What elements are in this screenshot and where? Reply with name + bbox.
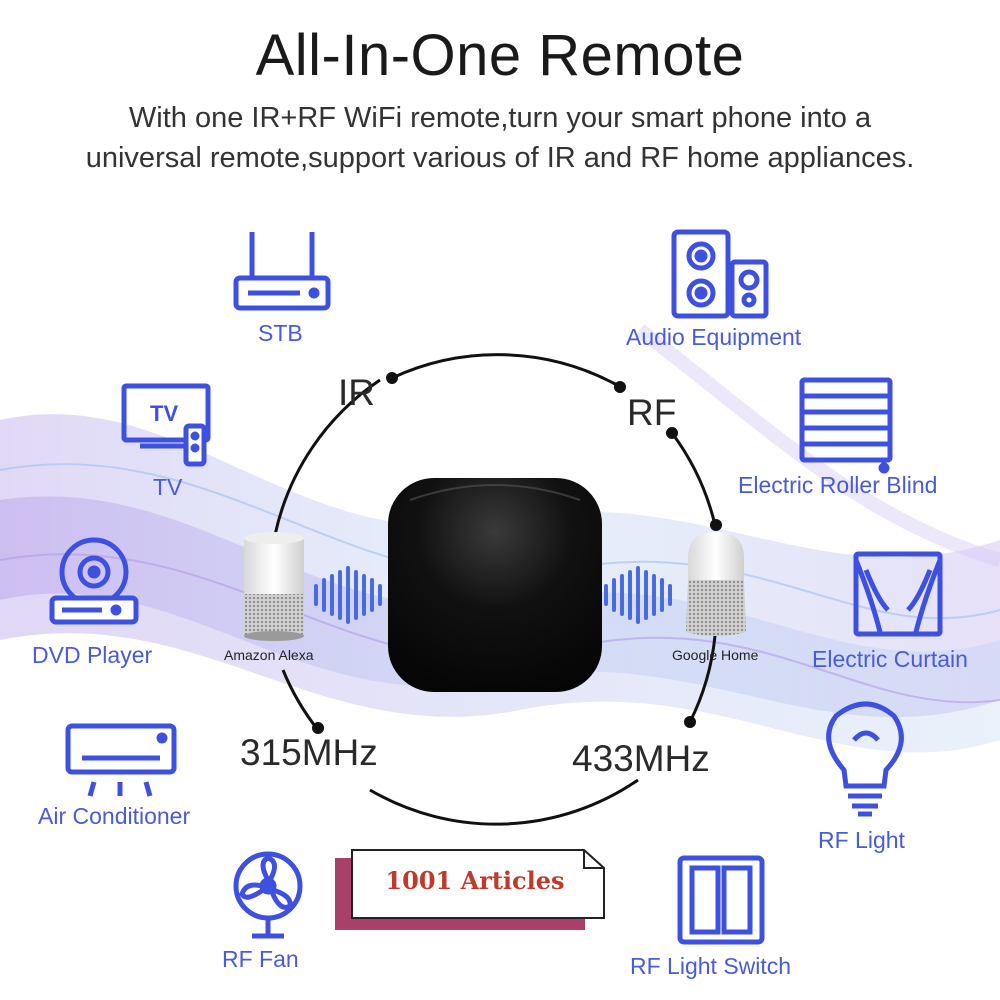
page-title: All-In-One Remote — [255, 23, 745, 88]
band-label-ir: IR — [338, 372, 375, 413]
device-label-blind: Electric Roller Blind — [738, 472, 938, 498]
device-label-fan: RF Fan — [222, 946, 299, 972]
google-home-speaker-icon — [686, 532, 746, 636]
curtain-icon — [853, 551, 943, 637]
amazon-alexa-speaker-icon — [244, 532, 304, 641]
ir-rf-hub-icon — [388, 478, 602, 692]
tv-icon — [121, 383, 211, 467]
device-label-stb: STB — [258, 320, 303, 346]
device-label-dvd: DVD Player — [32, 642, 153, 668]
fan-icon — [233, 851, 303, 939]
device-label-audio: Audio Equipment — [626, 324, 802, 350]
watermark-badge — [335, 849, 605, 930]
device-label-light: RF Light — [818, 827, 905, 853]
device-label-curtain: Electric Curtain — [812, 646, 968, 672]
sound-wave-right-icon — [604, 566, 672, 624]
device-label-ac: Air Conditioner — [38, 803, 191, 829]
device-label-tv: TV — [153, 474, 183, 500]
connection-ring — [273, 353, 717, 826]
band-label-rf: RF — [627, 392, 677, 433]
subtitle-line-1: With one IR+RF WiFi remote,turn your sma… — [128, 102, 872, 134]
set-top-box-icon — [233, 232, 331, 311]
roller-blind-icon — [799, 377, 893, 474]
subtitle-line-2: universal remote,support various of IR a… — [85, 142, 915, 174]
dvd-player-icon — [49, 537, 139, 625]
device-label-switch: RF Light Switch — [630, 953, 792, 979]
page-subtitle: With one IR+RF WiFi remote,turn your sma… — [20, 98, 980, 178]
watermark-text: 1001 Articles — [385, 866, 565, 895]
speaker-icon — [671, 229, 769, 319]
air-conditioner-icon — [65, 723, 177, 797]
speaker-label-alexa: Amazon Alexa — [224, 647, 314, 663]
light-switch-icon — [677, 855, 765, 945]
light-bulb-icon — [826, 701, 904, 817]
band-label-315mhz: 315MHz — [240, 732, 378, 773]
sound-wave-left-icon — [314, 566, 382, 624]
ring-nodes — [312, 372, 722, 734]
tv-icon-text: TV — [150, 401, 178, 426]
band-label-433mhz: 433MHz — [572, 738, 710, 779]
speaker-label-google: Google Home — [672, 647, 759, 663]
